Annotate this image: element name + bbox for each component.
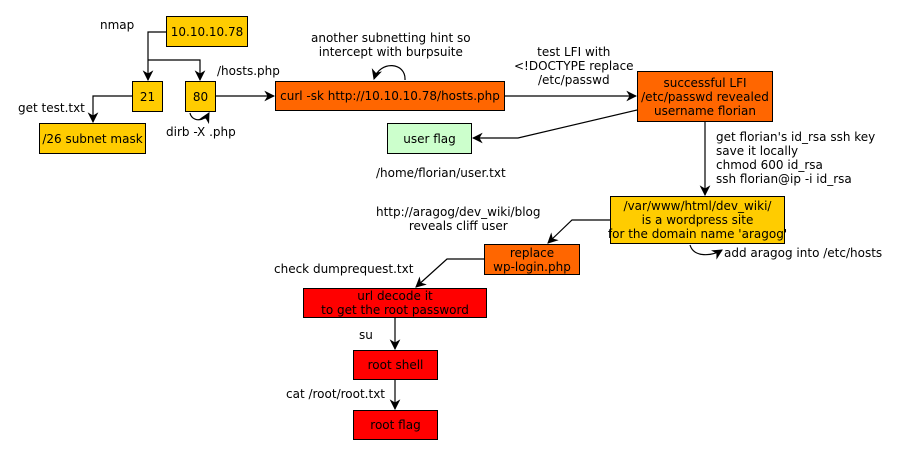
node-curl-hosts: curl -sk http://10.10.10.78/hosts.php xyxy=(275,81,505,111)
label-get-test-txt: get test.txt xyxy=(18,101,85,115)
node-root-flag: root flag xyxy=(353,410,438,440)
label-test-lfi: test LFI with <!DOCTYPE replace /etc/pas… xyxy=(514,45,634,87)
edge-21-to-subnet xyxy=(87,95,132,124)
label-ssh-steps: get florian's id_rsa ssh key save it loc… xyxy=(716,130,876,186)
node-successful-lfi: successful LFI /etc/passwd revealed user… xyxy=(637,71,773,122)
edge-wordpress-to-replace xyxy=(547,219,610,244)
node-user-flag: user flag xyxy=(387,123,472,154)
label-nmap: nmap xyxy=(100,18,135,32)
label-dumprequest: check dumprequest.txt xyxy=(274,262,414,276)
node-target-ip: 10.10.10.78 xyxy=(166,16,248,47)
edge-ip-to-80 xyxy=(148,59,206,82)
node-root-shell: root shell xyxy=(353,350,438,380)
label-subnet-hint: another subnetting hint so intercept wit… xyxy=(311,31,471,59)
label-cat-root: cat /root/root.txt xyxy=(286,387,385,401)
label-dirb: dirb -X .php xyxy=(166,125,236,139)
node-url-decode: url decode it to get the root password xyxy=(303,288,487,318)
edge-wordpress-hosts-loop xyxy=(689,244,723,260)
edge-ip-to-21 xyxy=(142,31,166,82)
edge-80-dirb-loop xyxy=(189,112,210,125)
node-port-80: 80 xyxy=(185,81,216,112)
node-port-21: 21 xyxy=(132,81,163,112)
label-blog: http://aragog/dev_wiki/blog reveals clif… xyxy=(376,205,541,233)
node-wordpress-site: /var/www/html/dev_wiki/ is a wordpress s… xyxy=(608,196,787,244)
edge-replace-to-urldecode xyxy=(415,258,484,288)
label-su: su xyxy=(359,328,373,342)
label-hosts-php: /hosts.php xyxy=(217,64,280,78)
node-replace-wp-login: replace wp-login.php xyxy=(484,244,580,275)
node-subnet-mask: /26 subnet mask xyxy=(39,123,146,154)
edge-curl-burp-loop xyxy=(371,65,406,81)
edge-lfi-to-userflag xyxy=(471,109,638,144)
label-add-hosts: add aragog into /etc/hosts xyxy=(724,246,883,260)
label-user-txt: /home/florian/user.txt xyxy=(376,166,506,180)
